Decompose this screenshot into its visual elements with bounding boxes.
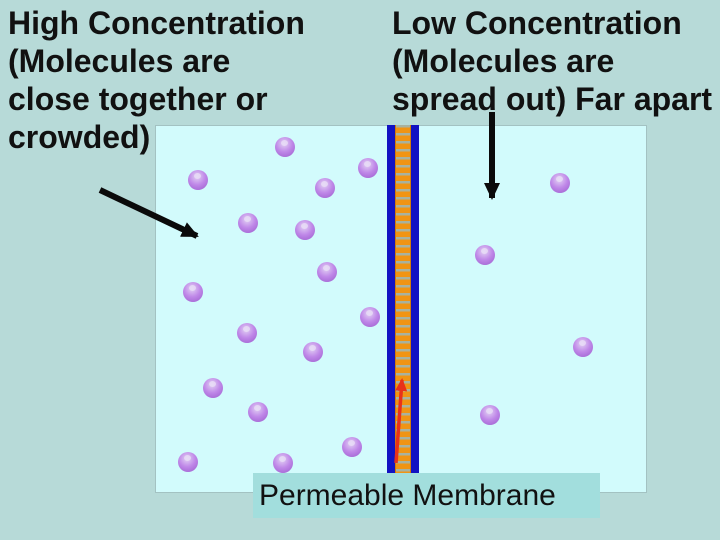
membrane-core-stripes [395,125,411,493]
molecule [295,220,315,240]
heading-line: High Concentration [8,5,305,41]
heading-line: crowded) [8,119,151,155]
high-concentration-heading: High Concentration (Molecules are close … [8,4,305,156]
molecule [178,452,198,472]
molecule [342,437,362,457]
molecule [275,137,295,157]
permeable-membrane-label: Permeable Membrane [253,473,600,518]
molecule [303,342,323,362]
membrane-left-layer [387,125,395,493]
heading-line: (Molecules are [392,43,615,79]
molecule [188,170,208,190]
molecule [360,307,380,327]
molecule [573,337,593,357]
low-concentration-heading: Low Concentration (Molecules are spread … [392,4,712,118]
heading-line: close together or [8,81,268,117]
molecule [317,262,337,282]
molecule [203,378,223,398]
molecule [358,158,378,178]
permeable-membrane [387,125,419,493]
heading-line: spread out) Far apart [392,81,713,117]
heading-line: Low Concentration [392,5,682,41]
molecule [273,453,293,473]
permeable-membrane-label-text: Permeable Membrane [259,479,556,512]
membrane-right-layer [411,125,419,493]
molecule [480,405,500,425]
heading-line: (Molecules are [8,43,231,79]
molecule [475,245,495,265]
molecule [315,178,335,198]
molecule [238,213,258,233]
molecule [237,323,257,343]
molecule [183,282,203,302]
molecule [248,402,268,422]
molecule [550,173,570,193]
